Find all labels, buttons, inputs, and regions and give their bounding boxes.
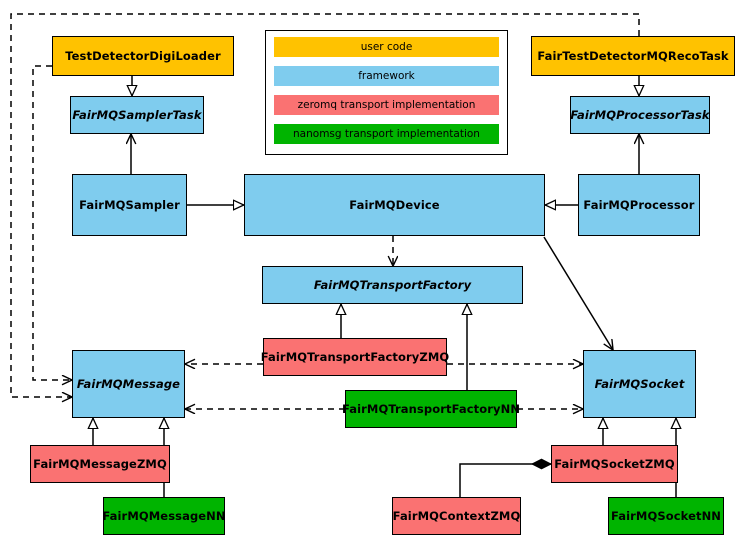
- class-box-fairmqprocessor[interactable]: FairMQProcessor: [578, 174, 700, 236]
- class-box-fairmqcontextzmq[interactable]: FairMQContextZMQ: [392, 497, 521, 535]
- class-box-fairmqmessage[interactable]: FairMQMessage: [72, 350, 185, 418]
- class-label-fairmqdevice: FairMQDevice: [349, 197, 440, 212]
- class-label-fairmqprocessortask: FairMQProcessorTask: [570, 107, 710, 122]
- class-label-fairmqmessagezmq: FairMQMessageZMQ: [33, 456, 167, 471]
- class-label-fairmqprocessor: FairMQProcessor: [583, 197, 695, 212]
- edge-dep-digiloader-message: [32, 65, 72, 380]
- class-box-fairmqsocketnn[interactable]: FairMQSocketNN: [608, 497, 724, 535]
- class-label-fairmqsocketnn: FairMQSocketNN: [610, 508, 722, 523]
- class-label-fairmqtransportfactorynn: FairMQTransportFactoryNN: [341, 401, 521, 416]
- class-box-fairmqtransportfactoryzmq[interactable]: FairMQTransportFactoryZMQ: [260, 338, 450, 376]
- class-box-fairmqsamplertask[interactable]: FairMQSamplerTask: [70, 96, 204, 134]
- legend-label-user-code: user code: [360, 41, 413, 53]
- class-box-fairmqsocket[interactable]: FairMQSocket: [583, 350, 696, 418]
- class-box-fairmqprocessortask[interactable]: FairMQProcessorTask: [570, 96, 710, 134]
- class-label-fairtestdetectormqrecotask: FairTestDetectorMQRecoTask: [537, 48, 729, 63]
- class-box-testdetectordigiloader[interactable]: TestDetectorDigiLoader: [52, 36, 234, 76]
- legend-item-framework: framework: [274, 66, 499, 86]
- class-label-fairmqmessagenn: FairMQMessageNN: [102, 508, 226, 523]
- class-box-fairmqtransportfactorynn[interactable]: FairMQTransportFactoryNN: [341, 390, 521, 428]
- class-label-fairmqmessage: FairMQMessage: [76, 376, 181, 391]
- class-box-fairmqmessagezmq[interactable]: FairMQMessageZMQ: [30, 445, 170, 483]
- class-label-fairmqsocket: FairMQSocket: [594, 376, 685, 391]
- class-label-testdetectordigiloader: TestDetectorDigiLoader: [65, 48, 221, 63]
- legend-item-user-code: user code: [274, 37, 499, 57]
- legend-label-nanomsg: nanomsg transport implementation: [293, 128, 480, 140]
- legend-label-zeromq: zeromq transport implementation: [297, 99, 476, 111]
- class-box-fairtestdetectormqrecotask[interactable]: FairTestDetectorMQRecoTask: [531, 36, 735, 76]
- class-label-fairmqcontextzmq: FairMQContextZMQ: [392, 508, 521, 523]
- legend-item-zeromq: zeromq transport implementation: [274, 95, 499, 115]
- class-label-fairmqsamplertask: FairMQSamplerTask: [72, 107, 202, 122]
- edge-assoc-device-socket: [543, 236, 613, 350]
- class-box-fairmqtransportfactory[interactable]: FairMQTransportFactory: [262, 266, 523, 304]
- class-box-fairmqdevice[interactable]: FairMQDevice: [244, 174, 545, 236]
- class-label-fairmqsocketzmq: FairMQSocketZMQ: [554, 456, 675, 471]
- class-label-fairmqsampler: FairMQSampler: [79, 197, 180, 212]
- class-label-fairmqtransportfactoryzmq: FairMQTransportFactoryZMQ: [260, 349, 450, 364]
- class-box-fairmqsampler[interactable]: FairMQSampler: [72, 174, 187, 236]
- class-box-fairmqsocketzmq[interactable]: FairMQSocketZMQ: [551, 445, 678, 483]
- legend-label-framework: framework: [358, 70, 415, 82]
- class-box-fairmqmessagenn[interactable]: FairMQMessageNN: [102, 497, 226, 535]
- edge-composition-contextzmq-socketzmq: [459, 464, 551, 497]
- class-label-fairmqtransportfactory: FairMQTransportFactory: [313, 277, 472, 292]
- edge-dep-recotask-message: [10, 13, 640, 397]
- legend-item-nanomsg: nanomsg transport implementation: [274, 124, 499, 144]
